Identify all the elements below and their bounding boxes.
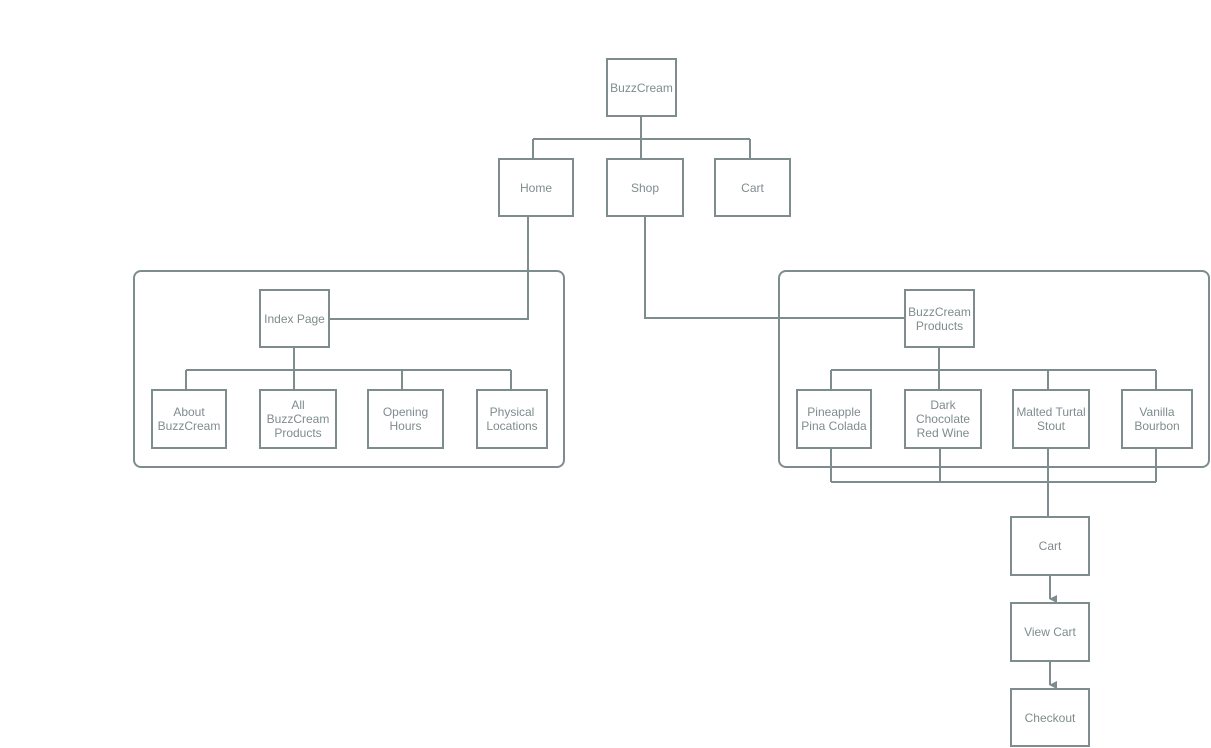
node-pineapple-pina-colada: Pineapple Pina Colada xyxy=(796,389,872,449)
node-cart-top: Cart xyxy=(714,158,791,217)
node-malted-turtal-stout: Malted Turtal Stout xyxy=(1012,389,1090,449)
node-checkout: Checkout xyxy=(1010,688,1090,747)
node-about-buzzcream: About BuzzCream xyxy=(151,389,227,449)
node-vanilla-bourbon: Vanilla Bourbon xyxy=(1121,389,1193,449)
node-cart-flow: Cart xyxy=(1010,516,1090,576)
node-physical-locations: Physical Locations xyxy=(476,389,548,449)
shop-section-group xyxy=(778,270,1210,468)
connector-home-to-index xyxy=(329,216,529,320)
connector-flavors-to-cart xyxy=(830,448,1157,517)
connector-index-to-children xyxy=(185,347,512,390)
node-home: Home xyxy=(498,158,574,217)
home-section-group xyxy=(133,270,565,468)
node-all-buzzcream-products: All BuzzCream Products xyxy=(259,389,337,449)
node-dark-chocolate-red-wine: Dark Chocolate Red Wine xyxy=(904,389,982,449)
node-opening-hours: Opening Hours xyxy=(367,389,444,449)
connector-products-to-flavors xyxy=(830,347,1157,390)
node-shop: Shop xyxy=(606,158,684,217)
node-buzzcream-root: BuzzCream xyxy=(606,58,677,117)
node-view-cart: View Cart xyxy=(1010,602,1090,662)
connector-root-to-top-nav xyxy=(532,117,751,159)
node-buzzcream-products: BuzzCream Products xyxy=(904,289,975,348)
connector-shop-to-products xyxy=(644,216,905,319)
node-index-page: Index Page xyxy=(259,289,330,348)
